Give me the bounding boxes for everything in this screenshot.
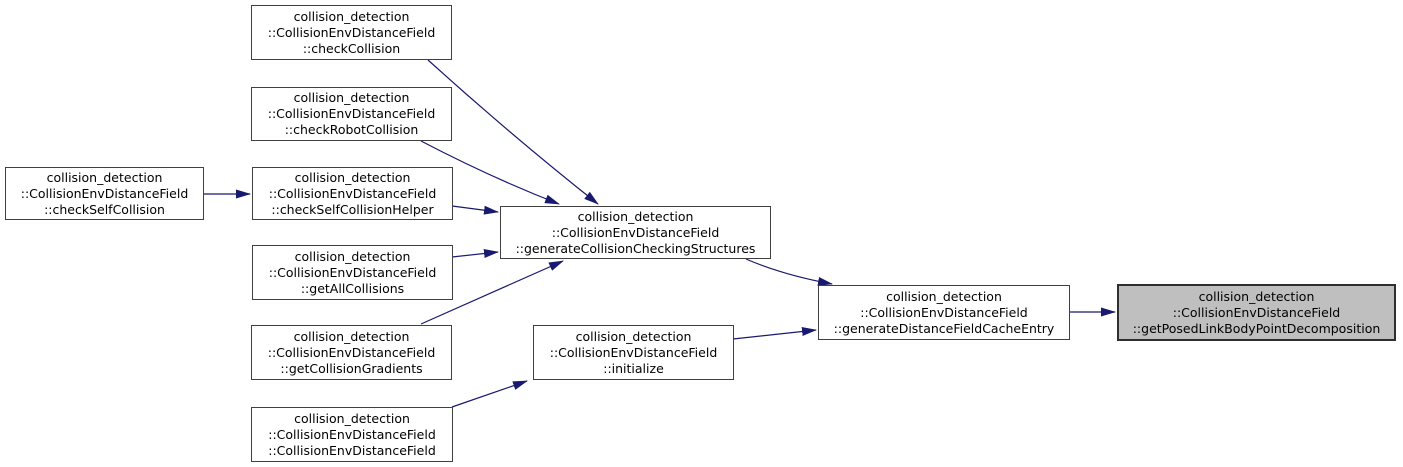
node-label: collision_detection ::CollisionEnvDistan… xyxy=(1132,288,1381,336)
node-label: collision_detection ::CollisionEnvDistan… xyxy=(833,288,1055,336)
node-check-self-collision[interactable]: collision_detection ::CollisionEnvDistan… xyxy=(5,167,204,220)
edge-initialize-to-generateDistanceFieldCacheEntry xyxy=(732,327,817,340)
node-initialize[interactable]: collision_detection ::CollisionEnvDistan… xyxy=(533,325,734,380)
node-generate-distance-field-cache-entry[interactable]: collision_detection ::CollisionEnvDistan… xyxy=(818,285,1070,340)
node-check-self-collision-helper[interactable]: collision_detection ::CollisionEnvDistan… xyxy=(252,167,453,220)
node-check-robot-collision[interactable]: collision_detection ::CollisionEnvDistan… xyxy=(251,87,452,141)
node-collision-env-distance-field-constructor[interactable]: collision_detection ::CollisionEnvDistan… xyxy=(251,407,453,462)
edge-getCollisionGradients-to-generateCollisionCheckingStructures xyxy=(420,260,564,325)
node-label: collision_detection ::CollisionEnvDistan… xyxy=(267,90,436,137)
node-get-collision-gradients[interactable]: collision_detection ::CollisionEnvDistan… xyxy=(251,325,452,380)
node-label: collision_detection ::CollisionEnvDistan… xyxy=(549,328,718,376)
node-label: collision_detection ::CollisionEnvDistan… xyxy=(268,169,437,217)
node-label: collision_detection ::CollisionEnvDistan… xyxy=(268,248,437,296)
edge-checkRobotCollision-to-generateCollisionCheckingStructures xyxy=(420,140,560,205)
edge-generateCollisionCheckingStructures-to-generateDistanceFieldCacheEntry xyxy=(745,258,833,286)
edge-checkCollision-to-generateCollisionCheckingStructures xyxy=(427,59,599,205)
edge-constructor-to-initialize xyxy=(451,380,528,408)
edge-getAllCollisions-to-generateCollisionCheckingStructures xyxy=(451,249,499,258)
node-label: collision_detection ::CollisionEnvDistan… xyxy=(20,169,189,217)
edge-checkSelfCollisionHelper-to-generateCollisionCheckingStructures xyxy=(451,205,499,215)
node-generate-collision-checking-structures[interactable]: collision_detection ::CollisionEnvDistan… xyxy=(500,206,771,259)
node-get-posed-link-body-point-decomposition: collision_detection ::CollisionEnvDistan… xyxy=(1117,284,1396,341)
node-get-all-collisions[interactable]: collision_detection ::CollisionEnvDistan… xyxy=(252,245,453,300)
node-label: collision_detection ::CollisionEnvDistan… xyxy=(515,208,756,256)
node-label: collision_detection ::CollisionEnvDistan… xyxy=(267,8,436,56)
node-check-collision[interactable]: collision_detection ::CollisionEnvDistan… xyxy=(251,5,452,60)
node-label: collision_detection ::CollisionEnvDistan… xyxy=(267,328,436,376)
node-label: collision_detection ::CollisionEnvDistan… xyxy=(268,410,436,458)
